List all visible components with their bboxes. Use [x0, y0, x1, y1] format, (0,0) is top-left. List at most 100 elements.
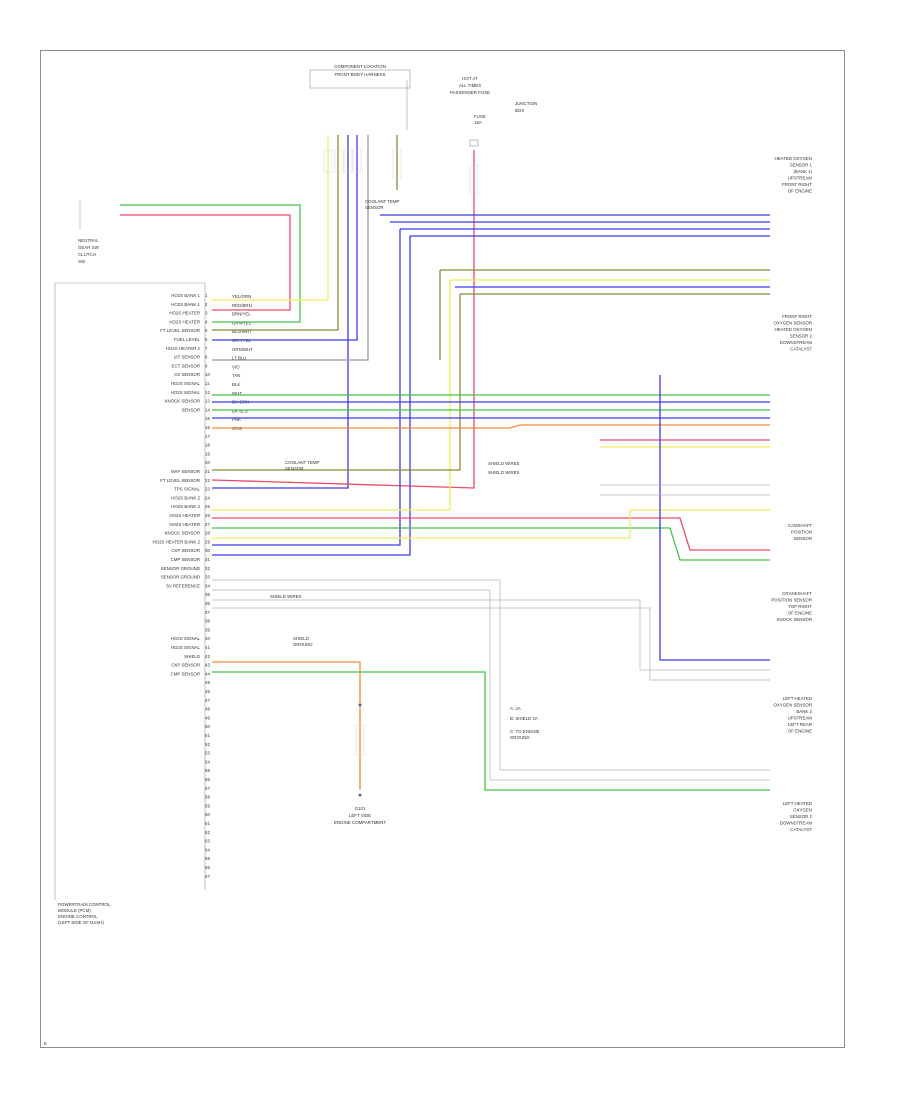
wire-gray-s2	[212, 589, 770, 781]
fuse-label-2: ALL TIMES	[459, 83, 481, 88]
pcm-pin-number: 57	[205, 786, 210, 791]
pcm-label-1: POWERTRAIN CONTROL	[58, 902, 111, 907]
pcm-pin-number: 48	[205, 707, 210, 712]
page-code: E	[44, 1041, 47, 1046]
pcm-pin-number: 19	[205, 451, 210, 456]
pcm-pin-number: 31	[205, 557, 210, 562]
pcm-pin-number: 3	[205, 311, 208, 316]
pcm-label-2: MODULE (PCM)	[58, 908, 91, 913]
wire-yellow-1	[212, 135, 329, 301]
wire-color-label: WHT	[232, 391, 242, 396]
pcm-pin-number: 54	[205, 759, 210, 764]
right-component-label: (BANK 1)	[793, 169, 812, 174]
pcm-signal-label: ECT SENSOR	[172, 363, 200, 368]
right-component-label: OXYGEN	[793, 808, 812, 813]
pcm-pin-number: 53	[205, 751, 210, 756]
wire-color-label: RED/BRN	[232, 303, 252, 308]
pcm-pin-numbers: 1234567891011121314151617181920212223242…	[205, 293, 210, 879]
pcm-signal-label: HO2S SIGNAL	[171, 645, 201, 650]
pcm-pin-number: 66	[205, 865, 210, 870]
wire-green-h3	[212, 527, 770, 561]
wire-blue-2	[212, 135, 358, 341]
pcm-module: POWERTRAIN CONTROL MODULE (PCM) ENGINE C…	[54, 282, 206, 925]
pcm-signal-label: KNOCK SENSOR	[165, 531, 200, 536]
right-component-label: HEATED OXYGEN	[775, 156, 813, 161]
pcm-signal-label: HO2S BANK 2	[171, 495, 200, 500]
right-component-label: OXYGEN SENSOR	[773, 321, 812, 326]
legend-line-4: GROUND	[510, 735, 530, 740]
fuse-label-1: HOT AT	[462, 76, 478, 81]
right-component-label: HEATED OXYGEN	[775, 327, 813, 332]
wire-orange-h1	[212, 424, 770, 429]
right-component-labels: HEATED OXYGEN SENSOR 1(BANK 1) UPSTREAM FRO…	[771, 156, 812, 832]
right-component-label: CATALYST	[790, 827, 812, 832]
note-c-1: SHIELD	[293, 636, 309, 641]
right-component-label: CATALYST	[790, 347, 812, 352]
legend-line-2: B: SHIELD 2A	[510, 716, 538, 721]
wire-yellow-v1	[212, 280, 451, 511]
right-component-label: SENSOR 2	[790, 814, 813, 819]
pcm-pin-number: 49	[205, 715, 210, 720]
right-component-label: TOP RIGHT	[788, 604, 812, 609]
pcm-label-3: ENGINE CONTROL	[58, 914, 98, 919]
pcm-signal-label: FT LEVEL SENSOR	[160, 478, 200, 483]
top-block-label-1: COMPONENT LOCATION	[334, 64, 386, 69]
wire-color-label: GRN/WHT	[232, 347, 253, 352]
right-component-label: POSITION SENSOR	[771, 598, 812, 603]
wire-color-label: BRN/YEL	[232, 312, 251, 317]
fuse-icon	[469, 139, 479, 147]
pcm-pin-number: 55	[205, 768, 210, 773]
left-sensor-label-4: SW	[78, 259, 86, 264]
right-component-label: SENSOR 1	[790, 163, 813, 168]
pcm-signal-label: HO2S HEATER BANK 2	[153, 539, 201, 544]
top-connector-block: COMPONENT LOCATION FRONT BODY HARNESS	[309, 64, 411, 130]
pcm-signal-label: HO2S BANK 1	[171, 302, 200, 307]
pcm-signal-label: TPS SIGNAL	[174, 487, 200, 492]
pcm-signal-label: CKP SENSOR	[171, 663, 200, 668]
pcm-signal-label: MAF SENSOR	[171, 469, 200, 474]
wire-red-fuse	[211, 150, 475, 489]
pcm-signal-label: SHIELD	[184, 654, 200, 659]
right-component-label: CAMSHAFT	[788, 523, 812, 528]
wire-gray-s1	[212, 579, 770, 771]
ground-label-2: LEFT SIDE	[349, 813, 371, 818]
wire-red-1	[120, 214, 291, 311]
right-component-label: DOWNSTREAM	[780, 340, 813, 345]
pcm-pin-number: 2	[205, 302, 208, 307]
wire-olive-v2	[212, 294, 461, 471]
pcm-pin-number: 28	[205, 531, 210, 536]
pcm-pin-number: 61	[205, 821, 210, 826]
pcm-signal-label: HO2S BANK 2	[171, 504, 200, 509]
legend-line-1: A: 2A	[510, 706, 521, 711]
pcm-pin-number: 41	[205, 645, 210, 650]
note-a-2: SENSOR	[365, 205, 384, 210]
pcm-pin-number: 10	[205, 372, 210, 377]
pcm-pin-number: 1	[205, 293, 208, 298]
left-sensor-label-3: CLUTCH	[78, 252, 96, 257]
pcm-pin-number: 40	[205, 636, 210, 641]
pcm-signal-label: HO2S BANK 1	[171, 293, 200, 298]
pcm-pin-number: 24	[205, 495, 210, 500]
pcm-signal-label: HO2S SIGNAL	[171, 381, 201, 386]
legend-line-3: C: TO ENGINE	[510, 729, 540, 734]
pcm-signal-label: CMP SENSOR	[171, 671, 200, 676]
pcm-pin-number: 34	[205, 583, 210, 588]
left-sensor-label-1: NEUTRAL	[78, 238, 99, 243]
right-component-label: OF ENGINE	[788, 729, 812, 734]
pcm-signal-label: HO2S SIGNAL	[171, 636, 201, 641]
pcm-pin-number: 5	[205, 328, 208, 333]
ground-icon	[358, 793, 362, 797]
pcm-pin-number: 63	[205, 839, 210, 844]
wire-red-h3	[212, 517, 770, 551]
pcm-pin-number: 46	[205, 689, 210, 694]
right-component-label: OF ENGINE	[788, 189, 812, 194]
wire-yellow-h3	[212, 509, 770, 539]
right-component-label: UPSTREAM	[788, 716, 813, 721]
pcm-pin-number: 43	[205, 663, 210, 668]
pcm-pin-number: 37	[205, 610, 210, 615]
left-sensor: NEUTRAL GEAR SW CLUTCH SW	[78, 200, 100, 264]
ground-label-1: G101	[355, 806, 366, 811]
pcm-signal-label: SENSOR GROUND	[161, 566, 200, 571]
right-component-label: FRONT RIGHT	[782, 314, 812, 319]
